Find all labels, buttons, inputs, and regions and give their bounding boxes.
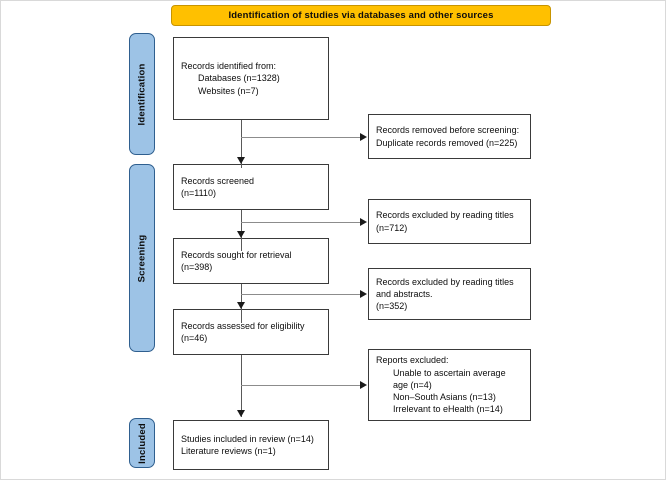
- box-line: age (n=4): [393, 379, 432, 390]
- stage-bar-screening: Screening: [129, 164, 155, 352]
- box-line: Records screened: [181, 175, 255, 186]
- arrowhead-right-excluded-abstracts: [360, 289, 367, 298]
- connector-assessed-to-reports-excluded: [241, 385, 361, 386]
- box-line: (n=352): [376, 301, 408, 312]
- connector-sought-to-excluded-abstracts: [241, 294, 361, 295]
- connector-identified-to-removed: [241, 137, 361, 138]
- arrowhead-down-assessed: [236, 302, 245, 309]
- stage-label-identification: Identification: [136, 63, 148, 125]
- box-line: Records removed before screening:: [376, 125, 520, 136]
- connector-screened-to-sought: [241, 210, 242, 251]
- diagram-header-banner: Identification of studies via databases …: [171, 5, 551, 26]
- connector-identified-to-screened: [241, 120, 242, 168]
- box-records-removed: Records removed before screening: Duplic…: [368, 114, 531, 159]
- box-line: (n=1110): [181, 188, 216, 198]
- box-excluded-titles-abstracts: Records excluded by reading titles and a…: [368, 268, 531, 320]
- stage-bar-included: Included: [129, 418, 155, 468]
- box-line: Records identified from:: [181, 61, 277, 72]
- box-records-identified: Records identified from: Databases (n=13…: [173, 37, 329, 120]
- arrowhead-right-removed: [360, 132, 367, 141]
- arrowhead-down-included: [236, 410, 245, 417]
- box-line: Literature reviews (n=1): [181, 446, 276, 456]
- box-line: Non–South Asians (n=13): [393, 392, 496, 403]
- arrowhead-down-sought: [236, 231, 245, 238]
- arrowhead-right-reports-excluded: [360, 380, 367, 389]
- arrowhead-down-screened: [236, 157, 245, 164]
- box-line: Records excluded by reading titles: [376, 276, 514, 287]
- box-line: Studies included in review (n=14): [181, 433, 314, 444]
- connector-assessed-to-included: [241, 355, 242, 417]
- stage-label-screening: Screening: [136, 234, 148, 282]
- box-line: (n=46): [181, 333, 208, 343]
- box-line: Records sought for retrieval: [181, 249, 292, 260]
- box-line: (n=398): [181, 262, 213, 272]
- box-records-sought: Records sought for retrieval (n=398): [173, 238, 329, 284]
- box-line: Irrelevant to eHealth (n=14): [393, 404, 503, 415]
- box-line: Records excluded by reading titles: [376, 210, 514, 221]
- box-line: (n=712): [376, 222, 408, 233]
- box-reports-excluded: Reports excluded: Unable to ascertain av…: [368, 349, 531, 421]
- stage-label-included: Included: [136, 422, 148, 464]
- box-records-assessed: Records assessed for eligibility (n=46): [173, 309, 329, 355]
- box-line: Reports excluded:: [376, 355, 449, 366]
- connector-screened-to-excluded-titles: [241, 222, 361, 223]
- box-line: Websites (n=7): [198, 85, 259, 96]
- diagram-title: Identification of studies via databases …: [228, 10, 494, 21]
- box-studies-included: Studies included in review (n=14) Litera…: [173, 420, 329, 470]
- box-line: and abstracts.: [376, 288, 433, 299]
- box-excluded-titles: Records excluded by reading titles (n=71…: [368, 199, 531, 244]
- stage-bar-identification: Identification: [129, 33, 155, 155]
- box-records-screened: Records screened (n=1110): [173, 164, 329, 210]
- box-line: Unable to ascertain average: [393, 367, 506, 378]
- arrowhead-right-excluded-titles: [360, 217, 367, 226]
- box-line: Databases (n=1328): [198, 73, 280, 84]
- box-line: Duplicate records removed (n=225): [376, 137, 518, 148]
- box-line: Records assessed for eligibility: [181, 320, 305, 331]
